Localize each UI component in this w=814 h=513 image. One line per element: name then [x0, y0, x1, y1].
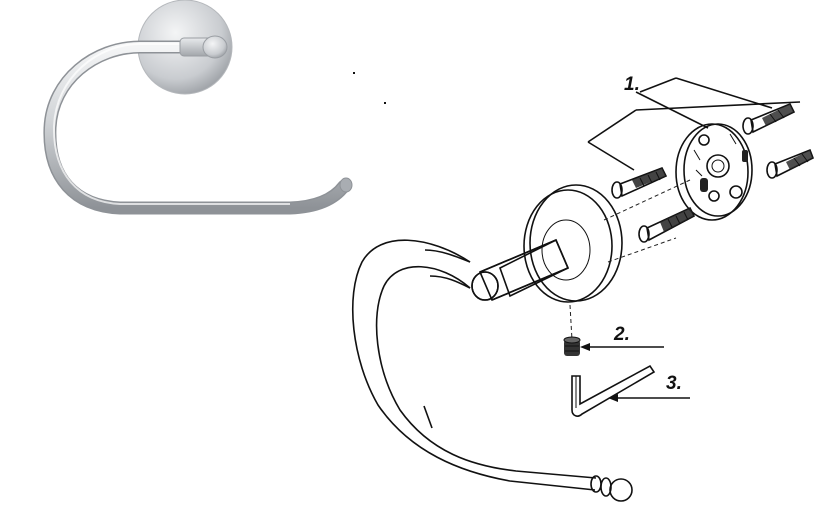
ring-outer: [351, 239, 596, 491]
exploded-view: [351, 77, 814, 502]
ring-inner: [375, 265, 597, 479]
callout-1-leaders: [587, 77, 801, 171]
photo-end-cap: [339, 177, 353, 193]
grub-screw-icon: [563, 336, 581, 356]
screw-icon: [638, 206, 696, 243]
rose-back: [529, 184, 623, 302]
callout-2-label: 2.: [613, 324, 630, 345]
mounting-plate-icon: [675, 123, 753, 221]
ring-end-knob: [609, 478, 633, 502]
callout-1-label: 1.: [624, 74, 640, 95]
allen-key-icon: [571, 364, 656, 417]
stray-dot: [384, 102, 386, 104]
towel-ring-photo: [43, 0, 353, 215]
wall-plug-icon: [742, 102, 796, 135]
stray-dot: [353, 72, 355, 74]
callout-3-label: 3.: [666, 373, 682, 394]
ring-end-cap: [590, 475, 602, 493]
rose-front: [523, 189, 613, 303]
screw-icon: [611, 166, 668, 199]
wall-plug-icon: [766, 148, 814, 179]
